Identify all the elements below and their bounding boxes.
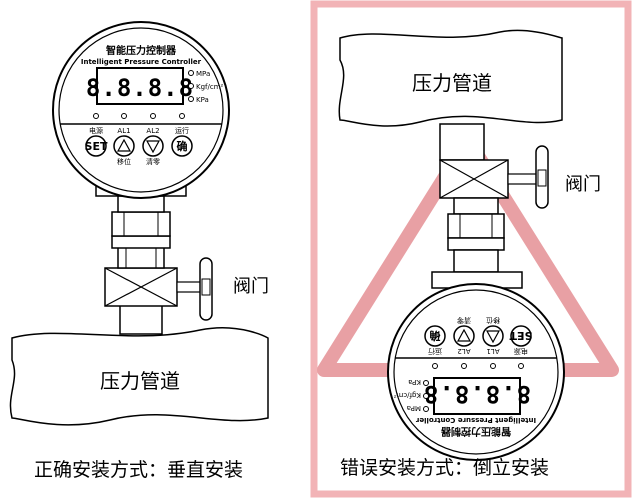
- pipe-stub-right: [439, 123, 485, 161]
- led-al2-left: [150, 113, 156, 119]
- controller-right: 智能压力控制器 Intelligent Pressure Controller …: [387, 271, 565, 461]
- label-al2-right: AL2: [457, 347, 470, 355]
- controller-left: 智能压力控制器 Intelligent Pressure Controller …: [52, 21, 230, 199]
- lcd-display-right: [433, 377, 521, 415]
- set-button-label-right: SET: [509, 329, 532, 342]
- enter-button-label-left: 确: [177, 139, 188, 153]
- unit-kpa-right: KPa: [408, 378, 421, 386]
- label-zero-right: 清零: [457, 316, 471, 325]
- triangle-down-icon: [456, 328, 472, 342]
- fittings-left: [111, 195, 171, 269]
- valve-left: [104, 257, 213, 321]
- caption-correct: 正确安装方式：垂直安装: [34, 459, 243, 481]
- warning-border: [310, 0, 632, 498]
- led-run-left: [179, 113, 185, 119]
- label-power-left: 电源: [89, 126, 103, 135]
- display-value-left: 8.8.8.8: [86, 74, 194, 102]
- unit-kgf-left: Kgf/cm²: [196, 83, 224, 91]
- pipe-label-left: 压力管道: [100, 369, 180, 393]
- pressure-pipe-left: [9, 327, 269, 426]
- valve-label-right: 阀门: [565, 174, 601, 195]
- set-button-right[interactable]: [510, 325, 532, 347]
- label-al2-left: AL2: [146, 127, 159, 135]
- triangle-up-icon: [485, 330, 501, 344]
- enter-button-right[interactable]: [424, 325, 446, 347]
- enter-button-label-right: 确: [430, 329, 441, 343]
- fittings-right: [447, 197, 505, 273]
- unit-kpa-left: KPa: [196, 96, 209, 104]
- label-shift-left: 移位: [117, 157, 131, 166]
- label-al1-left: AL1: [117, 127, 130, 135]
- controller-title-left: 智能压力控制器: [106, 44, 177, 57]
- unit-mpa-left: MPa: [196, 70, 210, 78]
- correct-installation-panel: 压力管道 阀门 智能压力控制器 Intellige: [9, 21, 269, 481]
- led-power-left: [93, 113, 99, 119]
- led-run-right: [432, 363, 438, 369]
- valve-label-left: 阀门: [233, 276, 269, 297]
- controller-subtitle-left: Intelligent Pressure Controller: [81, 58, 202, 66]
- led-al1-left: [121, 113, 127, 119]
- display-value-right: 8.8.8.8: [423, 380, 531, 408]
- valve-right: [439, 145, 549, 209]
- pipe-stub-left: [119, 303, 163, 335]
- enter-button-left[interactable]: [171, 135, 193, 157]
- led-al2-right: [461, 363, 467, 369]
- label-al1-right: AL1: [486, 347, 499, 355]
- label-zero-left: 清零: [146, 157, 160, 166]
- triangle-up-icon: [116, 138, 132, 152]
- label-shift-right: 移位: [486, 316, 500, 325]
- set-button-label-left: SET: [85, 140, 108, 153]
- set-button-left[interactable]: [85, 135, 107, 157]
- label-run-right: 运行: [428, 347, 442, 356]
- incorrect-installation-panel: 压力管道 阀门: [310, 0, 632, 498]
- led-al1-right: [490, 363, 496, 369]
- pressure-pipe-right: [338, 29, 563, 127]
- label-run-left: 运行: [175, 126, 189, 135]
- controller-subtitle-right: Intelligent Pressure Controller: [415, 416, 536, 424]
- unit-mpa-right: MPa: [407, 404, 421, 412]
- unit-kgf-right: Kgf/cm²: [393, 391, 421, 399]
- pipe-label-right: 压力管道: [412, 71, 492, 95]
- led-power-right: [518, 363, 524, 369]
- controller-title-right: 智能压力控制器: [440, 425, 511, 438]
- triangle-down-icon: [145, 140, 161, 154]
- caption-incorrect: 错误安装方式：倒立安装: [340, 457, 549, 479]
- lcd-display-left: [96, 67, 184, 105]
- label-power-right: 电源: [514, 347, 528, 356]
